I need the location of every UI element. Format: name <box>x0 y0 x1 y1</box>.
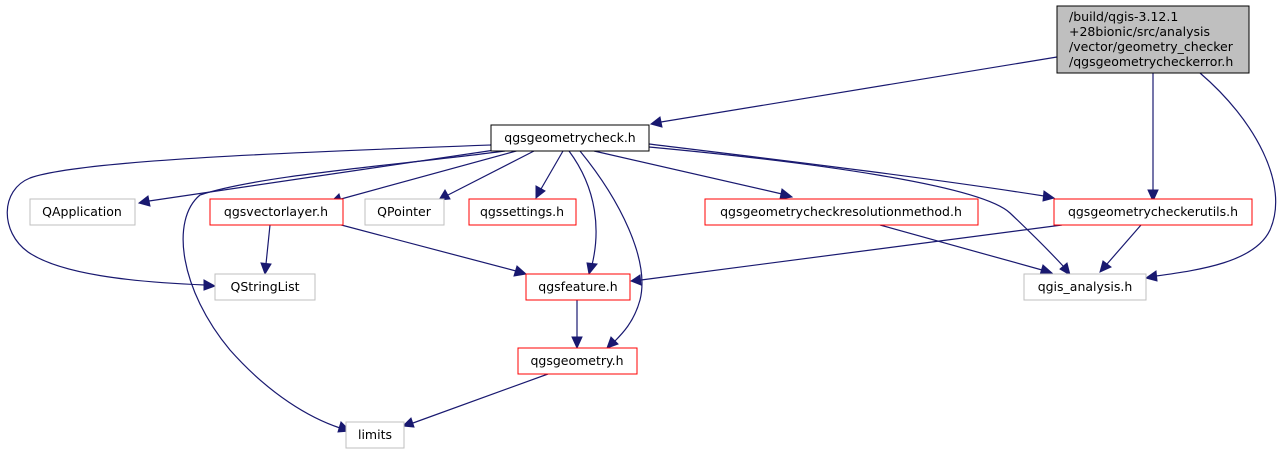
arrowhead <box>401 417 415 428</box>
arrowhead <box>137 195 151 207</box>
node-geometrycheck[interactable]: qgsgeometrycheck.h <box>490 124 650 152</box>
edge-checkerutils-to-feature <box>640 224 1063 281</box>
root-line-3: /vector/geometry_checker <box>1069 39 1234 54</box>
arrowhead <box>571 336 583 350</box>
edge-root-to-geometrycheck <box>660 56 1058 123</box>
node-checkerutils-label: qgsgeometrycheckerutils.h <box>1068 204 1238 219</box>
arrowhead <box>1042 190 1056 202</box>
node-checkerutils[interactable]: qgsgeometrycheckerutils.h <box>1053 198 1253 226</box>
node-root-header[interactable]: /build/qgis-3.12.1 +28bionic/src/analysi… <box>1056 5 1250 74</box>
edge-geometrycheck-to-geometry <box>579 150 643 343</box>
node-settings-label: qgssettings.h <box>480 204 564 219</box>
edge-geometrycheck-to-resolutionmethod <box>593 150 783 195</box>
arrowhead <box>1144 270 1158 282</box>
node-feature[interactable]: qgsfeature.h <box>525 273 631 301</box>
node-qstringlist[interactable]: QStringList <box>214 273 316 301</box>
node-qapplication-label: QApplication <box>42 204 122 219</box>
arrowhead <box>203 279 217 291</box>
node-qapplication[interactable]: QApplication <box>29 198 136 226</box>
arrowhead <box>535 185 546 200</box>
edges <box>6 56 1277 433</box>
edge-geometrycheck-to-limits <box>182 150 506 429</box>
edge-geometry-to-limits <box>412 373 549 424</box>
node-resolutionmethod[interactable]: qgsgeometrycheckresolutionmethod.h <box>704 198 979 226</box>
node-vectorlayer[interactable]: qgsvectorlayer.h <box>209 198 344 226</box>
edge-geometrycheck-to-settings <box>540 150 564 190</box>
edge-resolutionmethod-to-analysis <box>879 224 1043 271</box>
node-geometry-label: qgsgeometry.h <box>530 353 623 368</box>
node-analysis-label: qgis_analysis.h <box>1038 279 1133 294</box>
node-analysis[interactable]: qgis_analysis.h <box>1023 273 1147 301</box>
edge-geometrycheck-to-analysis <box>648 146 1065 268</box>
arrowhead <box>779 188 794 200</box>
arrowhead <box>1059 262 1071 277</box>
edge-root-to-analysis <box>1155 72 1277 277</box>
node-qpointer-label: QPointer <box>377 204 432 219</box>
node-qstringlist-label: QStringList <box>231 279 300 294</box>
arrowhead <box>586 262 598 276</box>
node-qpointer[interactable]: QPointer <box>364 198 445 226</box>
node-settings[interactable]: qgssettings.h <box>468 198 577 226</box>
node-feature-label: qgsfeature.h <box>538 279 617 294</box>
edge-geometrycheck-to-checkerutils <box>648 143 1045 197</box>
arrowhead <box>260 262 272 276</box>
node-resolutionmethod-label: qgsgeometrycheckresolutionmethod.h <box>720 204 962 219</box>
edge-geometrycheck-to-feature <box>568 150 597 266</box>
nodes: /build/qgis-3.12.1 +28bionic/src/analysi… <box>29 5 1253 449</box>
edge-geometrycheck-to-qstringlist <box>6 144 492 286</box>
node-vectorlayer-label: qgsvectorlayer.h <box>224 204 328 219</box>
arrowhead <box>629 274 642 286</box>
edge-geometrycheck-to-qpointer <box>447 150 535 196</box>
arrowhead <box>513 265 528 277</box>
edge-checkerutils-to-analysis <box>1106 224 1142 265</box>
arrowhead <box>1147 189 1159 203</box>
edge-vectorlayer-to-feature <box>329 221 517 272</box>
arrowhead <box>606 336 619 349</box>
node-limits[interactable]: limits <box>345 421 405 449</box>
root-line-4: /qgsgeometrycheckerror.h <box>1069 54 1233 69</box>
edge-vectorlayer-to-qstringlist <box>265 224 271 265</box>
edge-geometrycheck-to-vectorlayer <box>340 149 521 200</box>
root-line-1: /build/qgis-3.12.1 <box>1069 9 1178 24</box>
arrowhead <box>649 116 663 128</box>
arrowhead <box>1099 260 1112 273</box>
root-line-2: +28bionic/src/analysis <box>1069 24 1210 39</box>
node-geometrycheck-label: qgsgeometrycheck.h <box>504 130 635 145</box>
node-limits-label: limits <box>358 427 392 442</box>
node-geometry[interactable]: qgsgeometry.h <box>517 347 638 375</box>
